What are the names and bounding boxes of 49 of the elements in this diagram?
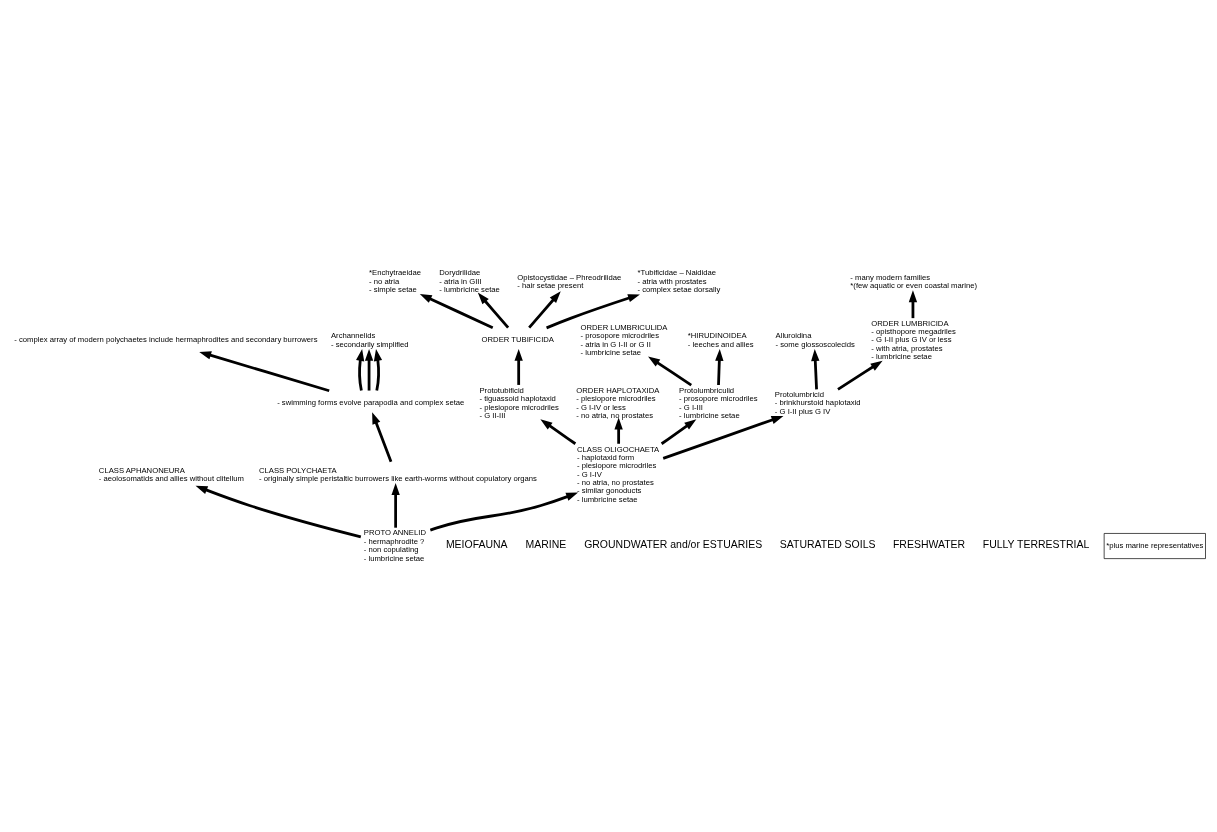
arrow [540,419,577,445]
label: MARINE [525,539,567,551]
node-text: - many modern families *(few aquatic or even coastal marine) [850,272,978,290]
arrow [199,351,330,393]
node-text: Archannelids - secondarily simplified [330,331,409,349]
node-text: Dorydrilidae - atria in GIII - lumbricine setae [439,268,500,295]
arrow [514,348,523,385]
arrow [660,419,697,445]
arrow [614,417,623,444]
arrow [195,485,362,539]
arrow [356,348,365,391]
arrow [662,416,784,460]
node-text: Protolumbriculid - prosopore microdriles - G I-III - lumbricine setae [679,385,758,420]
label: SATURATED SOILS [779,539,876,551]
arrow [373,348,383,391]
node-text: *Enchytraeidae - no atria - simple setae [369,268,422,295]
arrow [391,483,400,528]
arrow [811,349,820,390]
node-text: ORDER LUMBRICIDA - opisthopore megadriles - G I-II plus G IV or less - with atria, prostates - lumbricine setae [871,318,956,362]
arrow [429,492,579,532]
node-text: Alluroidina - some glossoscolecids [775,331,855,349]
arrow [837,360,883,391]
node-text: - complex array of modern polychaetes include hermaphrodites and secondary burrowers [14,335,318,345]
node-text: Protolumbricid - brinkhurstoid haplotaxid - G I-II plus G IV [774,389,861,416]
arrow [648,356,693,387]
node-text: CLASS POLYCHAETA - originally simple peristaltic burrowers like earth-worms without copulatory organs [258,465,537,483]
node-text: *Tubificidae – Naididae - atria with prostates - complex setae dorsally [637,268,721,295]
label: *plus marine representatives [1106,540,1204,550]
label: FRESHWATER [892,539,966,551]
node-text: Opistocystidae – Phreodrilidae - hair setae present [517,272,622,290]
arrow [715,348,724,385]
node-text: - swimming forms evolve parapodia and complex setae [277,398,465,408]
node-text: ORDER LUMBRICULIDA - prosopore microdriles - atria in G I-II or G II - lumbricine setae [580,322,668,358]
arrow [372,412,393,463]
label: MEIOFAUNA [445,539,508,551]
node-text: ORDER TUBIFICIDA [481,335,554,345]
node-text: *HIRUDINOIDEA - leeches and allies [687,331,754,349]
node-text: CLASS OLIGOCHAETA - haplotaxid form - plesiopore microdriles - G I-IV - no atria, no prostates - similar gonoducts - lumbricine setae [577,444,660,504]
node-text: ORDER HAPLOTAXIDA - plesiopore microdriles - G I-IV or less - no atria, no prostates [576,385,660,420]
node-text: CLASS APHANONEURA - aeolosomatids and allies without clitellum [98,465,244,483]
arrow [419,294,494,330]
arrow [364,348,374,391]
label: FULLY TERRESTRIAL [982,539,1090,551]
node-text: PROTO ANNELID - hermaphrodite ? - non copulating - lumbricine setae [363,528,426,563]
node-text: Prototubificid - tiguassoid haplotaxid - plesiopore microdriles - G II-III [479,385,559,420]
arrow [528,291,561,329]
label: GROUNDWATER and/or ESTUARIES [584,539,763,551]
arrow [546,294,640,330]
arrow [477,292,510,329]
